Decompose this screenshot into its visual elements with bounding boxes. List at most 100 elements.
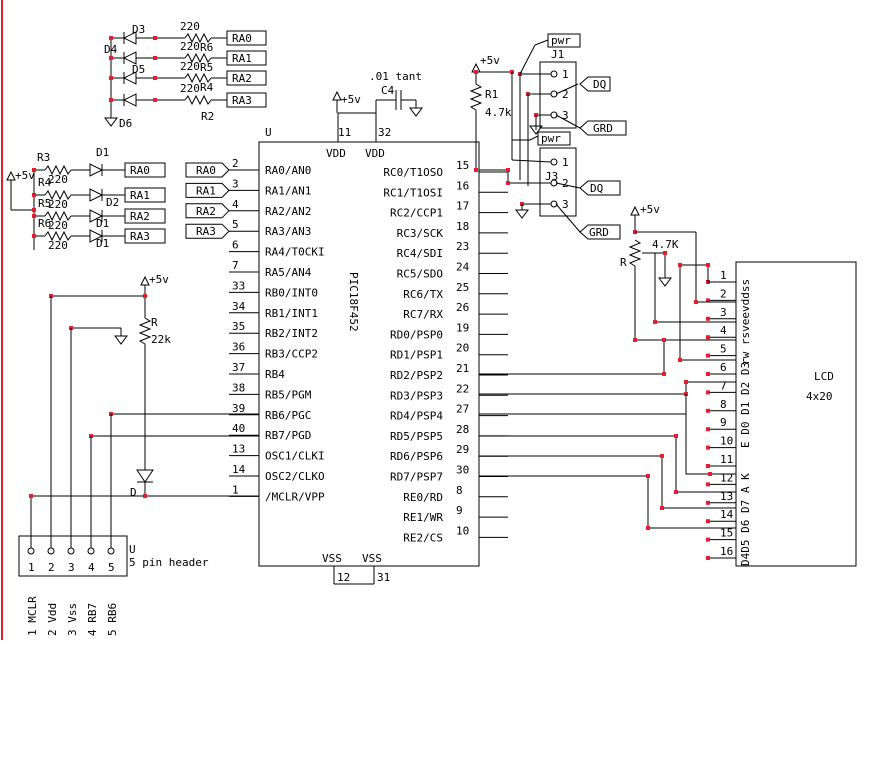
mclr-res-value: 22k (151, 333, 171, 346)
net-flag-label: RA0 (130, 164, 150, 177)
pin-number: 25 (456, 281, 469, 294)
pin-number: 5 (232, 218, 239, 231)
diode-ref: D1 (96, 237, 109, 250)
header-pin-number: 1 (28, 561, 35, 574)
pin-name: OSC2/CLKO (265, 470, 325, 483)
pin-number: 38 (232, 381, 245, 394)
lcd-pin-number: 8 (720, 398, 727, 411)
pin-name: RD7/PSP7 (390, 471, 443, 484)
net-flag (226, 30, 267, 46)
resistor (44, 164, 72, 176)
j3-pin-1: 1 (562, 156, 569, 169)
mclr-res-ref: R (151, 316, 158, 329)
mcu-part: PIC18F452 (347, 272, 360, 332)
header-pin-label: 2 Vdd (46, 603, 59, 636)
led (89, 209, 104, 223)
pin-name: RA4/T0CKI (265, 246, 325, 259)
mcu-right-pins: 15RC0/T1OSO16RC1/T1OSI17RC2/CCP118RC3/SC… (383, 159, 508, 544)
net-flag (124, 208, 166, 224)
net-flag-label: RA0 (232, 32, 252, 45)
pin-number: 36 (232, 341, 245, 354)
pin-name: RC6/TX (403, 288, 443, 301)
onewire-connectors: +5v R1 4.7k J1 1 2 3 pwr DQ (469, 33, 627, 240)
pwr-label-j1: pwr (551, 34, 571, 47)
res-value: 220 (48, 173, 68, 186)
resistor (184, 72, 212, 84)
header-pin (107, 547, 115, 555)
resistor (44, 210, 72, 222)
header-ref: U (129, 543, 136, 556)
pin-number: 30 (456, 464, 469, 477)
pin-name: RC5/SDO (397, 268, 443, 281)
res-value: 220 (180, 20, 200, 33)
net-flag (124, 187, 166, 203)
lcd-pin-number: 4 (720, 324, 727, 337)
diode-ref: D1 (96, 217, 109, 230)
dq-label-2: DQ (590, 182, 603, 195)
j1-pin-3: 3 (562, 109, 569, 122)
plus5-label-vdd: +5v (341, 93, 361, 106)
net-flag (185, 182, 230, 198)
diode-ref: D4 (104, 43, 118, 56)
pin-number: 14 (232, 463, 246, 476)
pin-name: RD0/PSP0 (390, 328, 443, 341)
mcu-vdd-label-1: VDD (326, 147, 346, 160)
net-flag-label: RA1 (232, 52, 252, 65)
lcd-pin-number: 5 (720, 343, 727, 356)
res-value: 220 (180, 40, 200, 53)
pin-number: 33 (232, 279, 245, 292)
header-pin-label: 1 MCLR (26, 596, 39, 636)
r1-value: 4.7k (485, 106, 512, 119)
pot-ref: R (620, 256, 627, 269)
dq-label-1: DQ (593, 78, 606, 91)
plus5-label-left: +5v (15, 169, 35, 182)
res-ref: R5 (38, 197, 51, 210)
pin-name: /MCLR/VPP (265, 490, 325, 503)
header-pin-label: 3 Vss (66, 603, 79, 636)
plus5-label-lcd: +5v (640, 203, 660, 216)
pin-number: 6 (232, 239, 239, 252)
header-pin-number: 2 (48, 561, 55, 574)
lcd-pin-number: 3 (720, 306, 727, 319)
pin-number: 1 (232, 483, 239, 496)
diode-ref: D5 (132, 63, 145, 76)
pin-name: RB2/INT2 (265, 327, 318, 340)
pin-name: RD1/PSP1 (390, 349, 443, 362)
mcu-u: U PIC18F452 VDD VDD VSS VSS 11 32 12 31 … (229, 112, 508, 585)
pin-number: 8 (456, 484, 463, 497)
net-flag (226, 50, 267, 66)
pwr-label-j3: pwr (541, 132, 561, 145)
res-ref: R3 (37, 151, 50, 164)
pin-name: RB0/INT0 (265, 286, 318, 299)
pin-name: RB3/CCP2 (265, 348, 318, 361)
r1-ref: R1 (485, 88, 498, 101)
top-led-ground-diode-label: D6 (119, 117, 132, 130)
led (89, 163, 104, 177)
pin-number: 22 (456, 382, 469, 395)
pin-name: RC2/CCP1 (390, 207, 443, 220)
vdd-supply: +5v C4 .01 tant (332, 70, 423, 117)
header-pin (87, 547, 95, 555)
net-flag-label: RA2 (196, 205, 216, 218)
j3-pin-3: 3 (562, 198, 569, 211)
cap-value: .01 tant (369, 70, 422, 83)
pin-name: RC0/T1OSO (383, 166, 443, 179)
top-led-res-label-r2: R2 (201, 110, 214, 123)
res-value: 220 (48, 198, 68, 211)
net-flag-label: RA1 (196, 184, 216, 197)
net-flag (185, 223, 230, 239)
diode-ref: D2 (106, 196, 119, 209)
res-ref: R4 (200, 81, 214, 94)
net-flag-label: RA3 (196, 225, 216, 238)
led (89, 229, 104, 243)
pin-number: 4 (232, 198, 239, 211)
j3-pin-2: 2 (562, 177, 569, 190)
pin-number: 20 (456, 342, 469, 355)
mcu-vss-label-2: VSS (362, 552, 382, 565)
pin-name: RC7/RX (403, 308, 443, 321)
pin-number: 34 (232, 300, 246, 313)
header-pin-label: 4 RB7 (86, 603, 99, 636)
lcd-pin-number: 14 (720, 508, 734, 521)
pin-number: 19 (456, 321, 469, 334)
